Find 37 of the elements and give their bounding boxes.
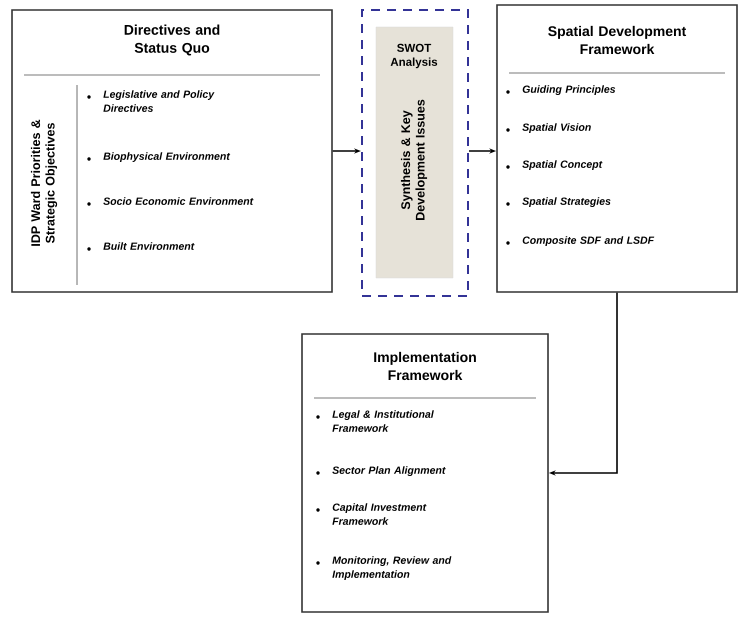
box-text: Spatial Strategies <box>522 197 611 207</box>
box-text: Implementation Framework <box>374 352 476 380</box>
dashed-group-box <box>361 9 469 297</box>
box-text: Guiding Principles <box>522 85 616 95</box>
box-text: Built Environment <box>103 242 195 250</box>
bullet-mark <box>87 157 91 161</box>
bullet-mark <box>506 128 510 132</box>
bullet-mark <box>506 165 510 169</box>
process-box <box>496 4 738 293</box>
box-text: Capital Investment Framework <box>332 503 426 525</box>
analysis-box <box>376 26 454 278</box>
bullet-mark <box>506 90 510 94</box>
process-box <box>11 9 333 293</box>
box-text: Legal & Institutional Framework <box>332 410 434 432</box>
box-text: Composite SDF and LSDF <box>522 236 654 246</box>
bullet-mark <box>87 202 91 206</box>
box-text: Spatial Vision <box>522 123 591 133</box>
process-box <box>301 333 549 613</box>
box-text: Biophysical Environment <box>103 152 230 162</box>
bullet-mark <box>316 415 320 419</box>
bullet-mark <box>87 95 91 99</box>
bullet-mark <box>506 241 510 245</box>
bullet-mark <box>316 561 320 565</box>
box-text: SWOT Analysis <box>390 44 438 68</box>
bullet-mark <box>87 247 91 251</box>
box-text: Socio Economic Environment <box>103 197 254 205</box>
box-text: Spatial Development Framework <box>548 26 686 54</box>
box-text: Spatial Concept <box>522 160 602 170</box>
box-text: Legislative and Policy Directives <box>103 90 214 112</box>
bullet-mark <box>506 202 510 206</box>
bullet-mark <box>316 508 320 512</box>
box-text: Monitoring, Review and Implementation <box>332 556 452 580</box>
box-text: IDP Ward Priorities & Strategic Objectives <box>30 120 58 246</box>
bullet-mark <box>316 471 320 475</box>
box-text: Synthesis & Key Development Issues <box>400 100 428 220</box>
box-text: Sector Plan Alignment <box>332 466 446 476</box>
box-text: Directives and Status Quo <box>124 24 220 56</box>
